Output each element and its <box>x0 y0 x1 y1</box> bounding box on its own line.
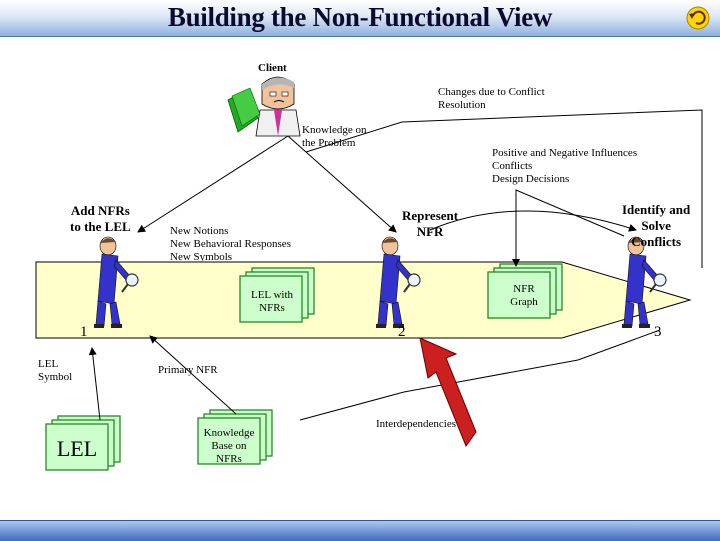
client-label: Client <box>258 62 287 74</box>
represent-to-identify <box>429 210 637 232</box>
process-band <box>35 261 692 339</box>
knowledge-line-right <box>287 135 397 233</box>
page-title: Building the Non-Functional View <box>167 2 553 32</box>
interdep-line <box>299 359 579 421</box>
lel-symbol-line <box>88 347 101 421</box>
knowledge-line-left <box>137 135 289 233</box>
identify-to-interdep <box>577 329 661 361</box>
undo-icon <box>686 6 710 30</box>
footer-bar <box>0 520 720 541</box>
interdependencies-label: Interdependencies <box>376 418 457 430</box>
title-bar <box>0 0 720 37</box>
identify-loop <box>512 189 625 267</box>
primary-nfr-line <box>149 335 237 415</box>
worker-figure-3 <box>621 236 667 329</box>
step-3: 3 <box>654 324 662 340</box>
step-1: 1 <box>80 324 88 340</box>
step-2: 2 <box>398 324 406 340</box>
changes-loop <box>305 109 703 268</box>
lel-doc-text: LEL <box>56 436 98 461</box>
primary-nfr-label: Primary NFR <box>158 364 218 376</box>
interdependencies-arrow <box>419 337 477 448</box>
client-figure <box>227 76 301 137</box>
